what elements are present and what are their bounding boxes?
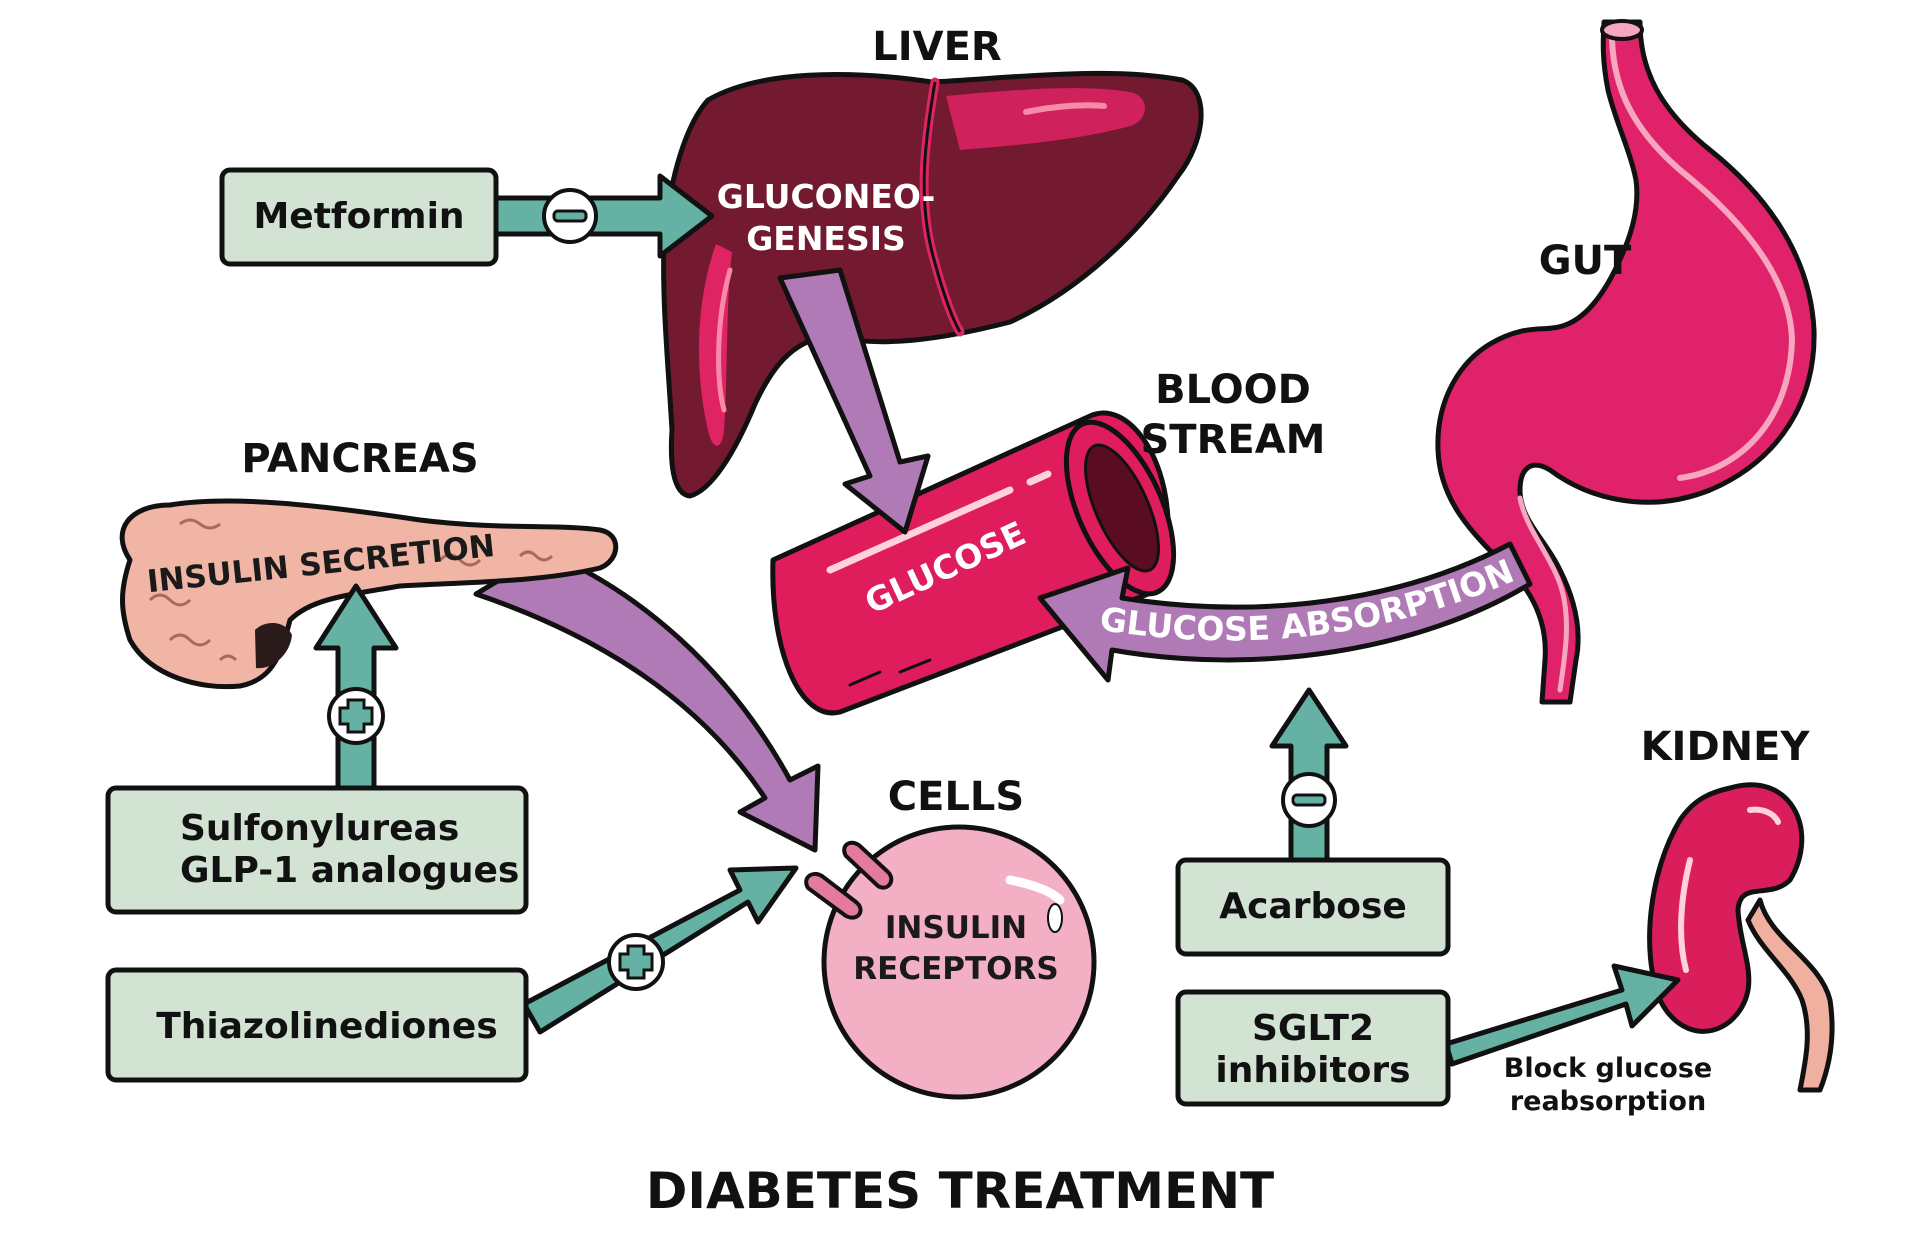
- insulin-to-cells-arrow: [473, 549, 821, 853]
- sulfonylureas-box: Sulfonylureas GLP-1 analogues: [105, 785, 529, 915]
- liver-label: LIVER: [872, 24, 1001, 70]
- blood-stream-label-line1: BLOOD: [1155, 367, 1311, 413]
- insulin-receptors-label-line1: INSULIN: [885, 910, 1027, 946]
- glucose-absorption-arrow: [1037, 541, 1533, 683]
- cell-organ: [804, 824, 1097, 1100]
- thiazolidinediones-box: Thiazolinediones: [105, 967, 529, 1083]
- glp1-label: GLP-1 analogues: [180, 850, 519, 891]
- kidney-note-line1: Block glucose: [1504, 1053, 1713, 1084]
- insulin-receptors-label-line2: RECEPTORS: [853, 951, 1058, 987]
- thiazolidinediones-stimulate-sign: [607, 933, 665, 991]
- kidney-label: KIDNEY: [1641, 724, 1811, 770]
- acarbose-box: Acarbose: [1175, 857, 1451, 957]
- gluconeogenesis-label-line1: GLUCONEO-: [717, 177, 936, 216]
- metformin-box: Metformin: [219, 167, 499, 267]
- blood-stream-label-line2: STREAM: [1141, 417, 1326, 463]
- gluconeogenesis-label-line2: GENESIS: [746, 219, 906, 258]
- sglt2-label-line1: SGLT2: [1252, 1008, 1374, 1049]
- cells-label: CELLS: [888, 774, 1024, 820]
- liver-organ: [661, 70, 1204, 499]
- gut-organ: [1435, 19, 1817, 705]
- metformin-label: Metformin: [253, 196, 464, 237]
- blood-vessel: [770, 410, 1177, 716]
- kidney-organ: [1647, 782, 1835, 1093]
- pancreas-organ: [119, 498, 619, 690]
- sulfonylureas-label: Sulfonylureas: [180, 808, 459, 849]
- sglt2-label-line2: inhibitors: [1215, 1050, 1410, 1091]
- acarbose-label: Acarbose: [1219, 886, 1407, 927]
- diagram-title: DIABETES TREATMENT: [646, 1162, 1274, 1220]
- gut-label: GUT: [1539, 238, 1632, 284]
- kidney-note-line2: reabsorption: [1510, 1086, 1706, 1117]
- metformin-inhibit-sign: [542, 188, 598, 244]
- gluconeogenesis-to-blood-arrow: [777, 267, 931, 535]
- sglt2-box: SGLT2 inhibitors: [1175, 989, 1451, 1107]
- acarbose-inhibit-sign: [1281, 772, 1337, 828]
- metformin-arrow: [491, 173, 715, 259]
- pancreas-label: PANCREAS: [241, 436, 478, 482]
- thiazolidinediones-label: Thiazolinediones: [156, 1006, 498, 1047]
- sglt2-arrow: [1443, 963, 1681, 1067]
- sulfonylureas-stimulate-sign: [327, 687, 385, 745]
